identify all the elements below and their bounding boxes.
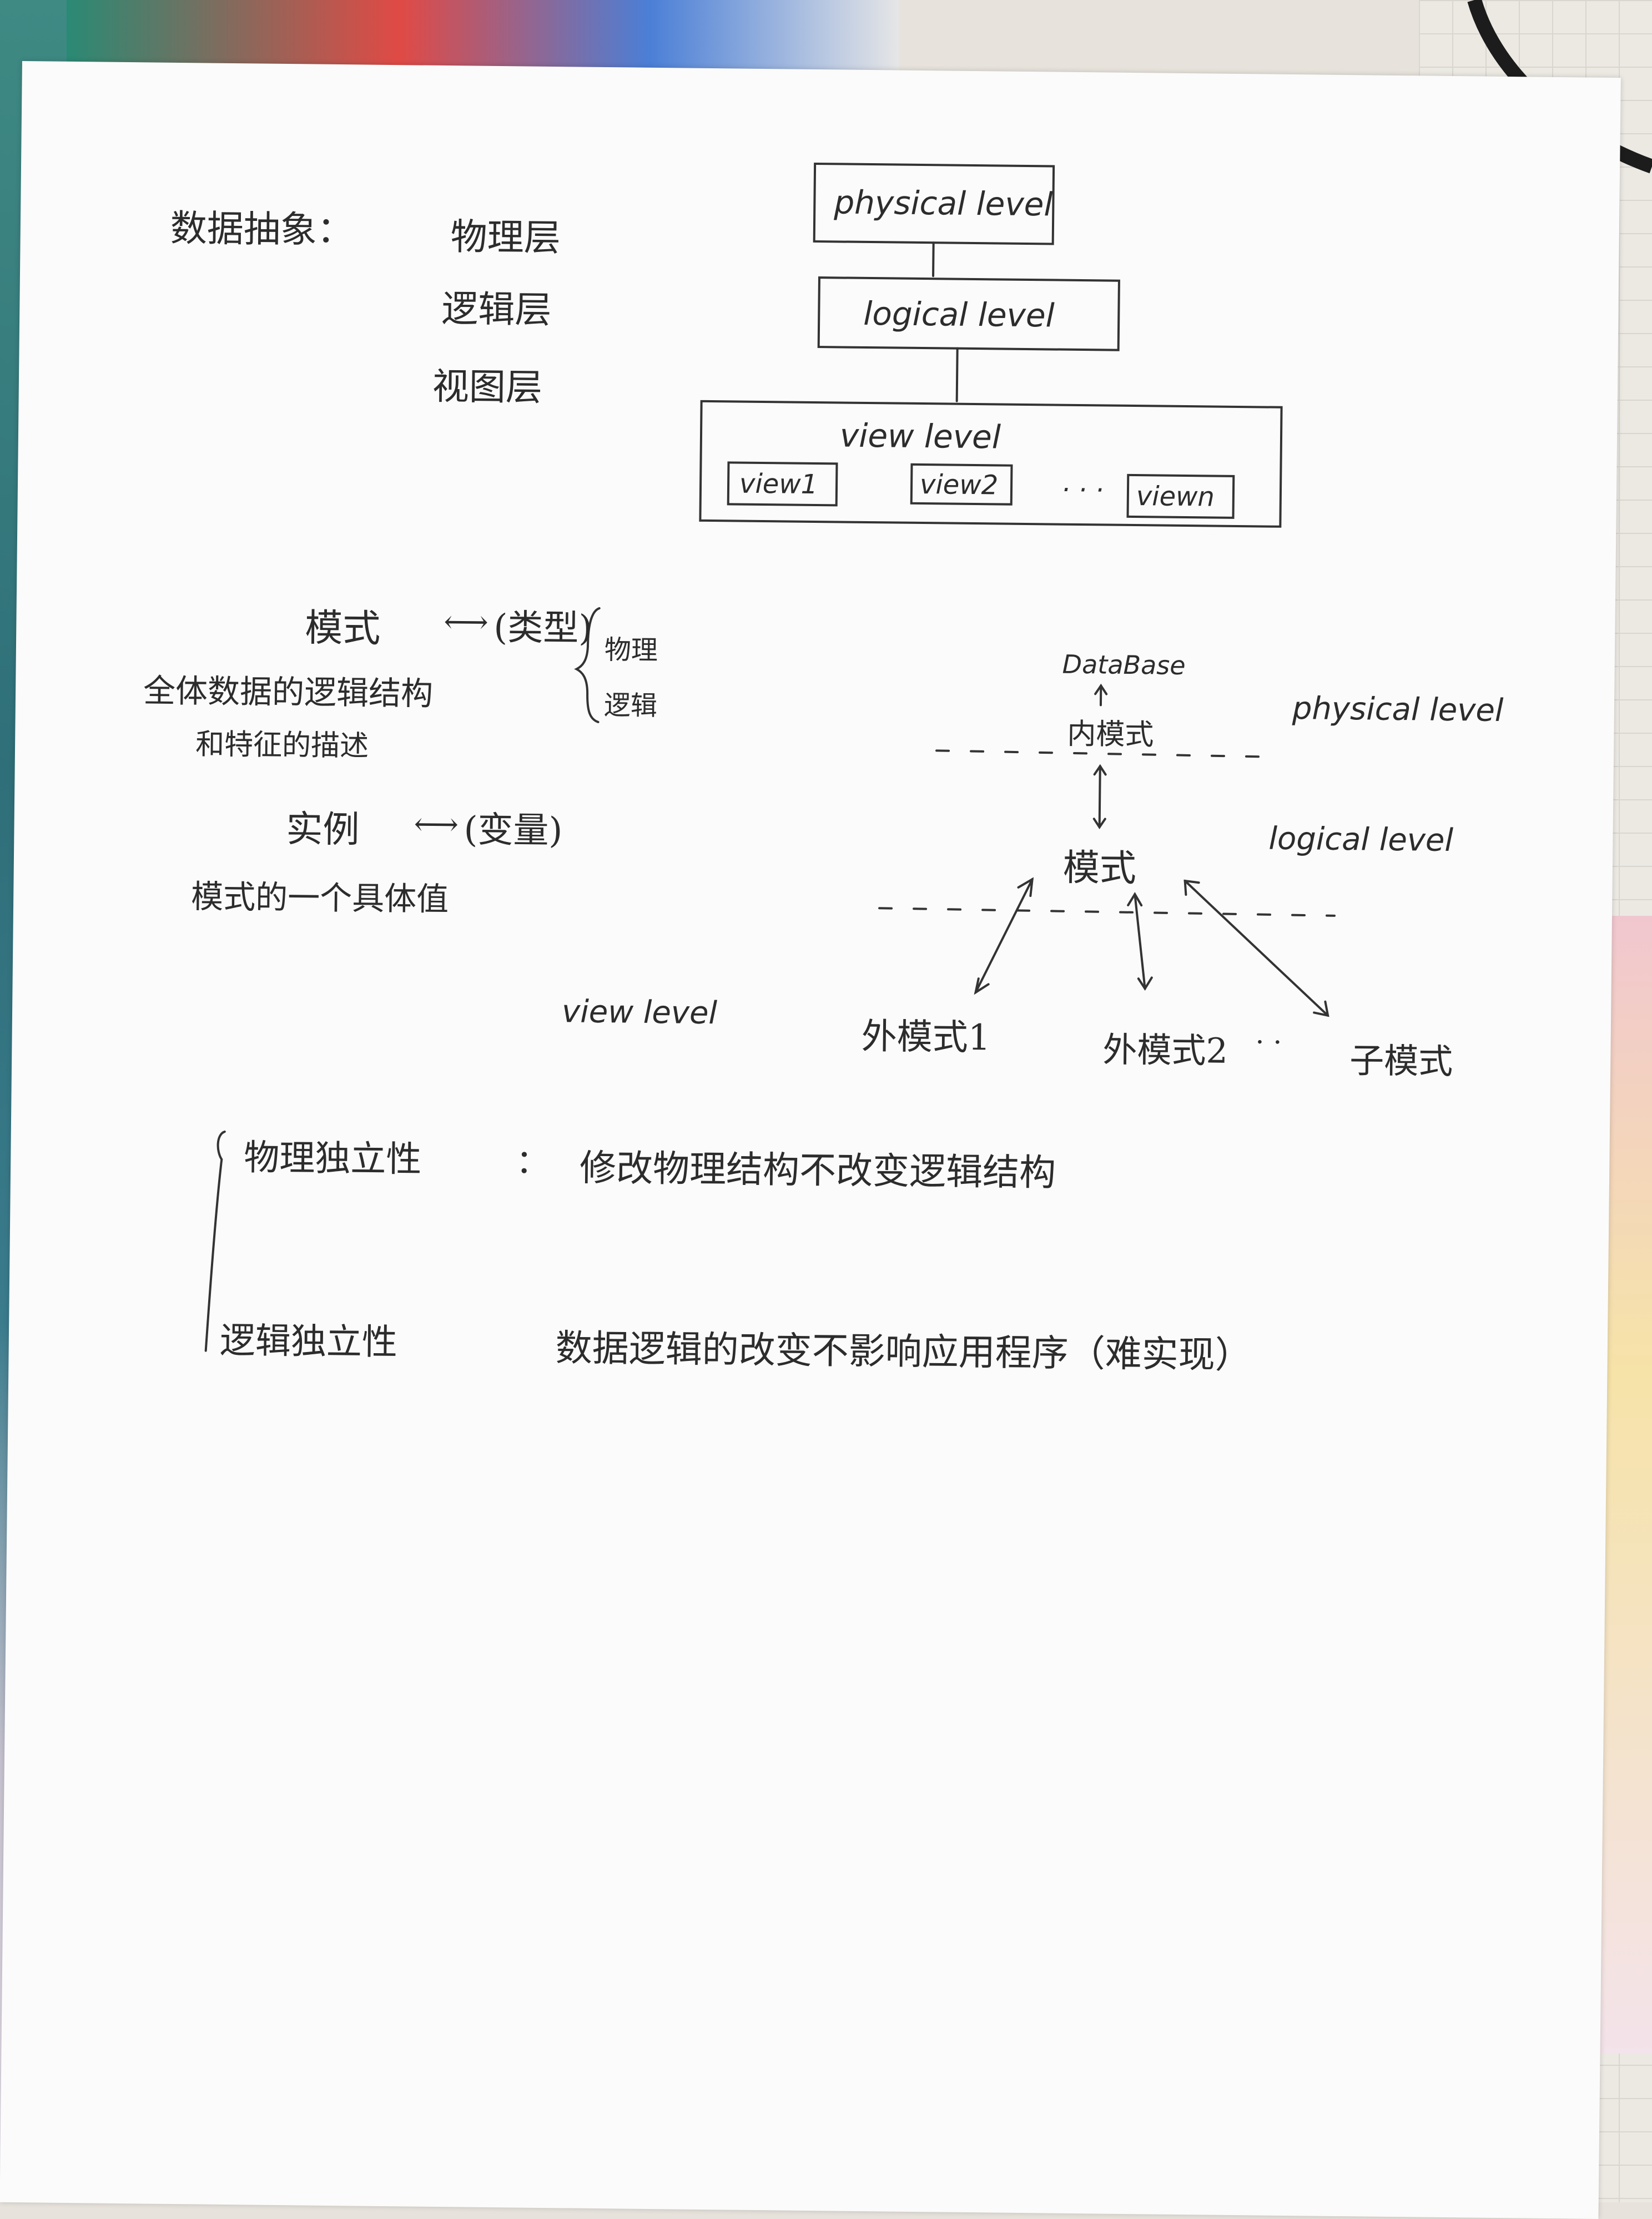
- view-layer-label: 视图层: [432, 357, 542, 411]
- diagram-view-level: view level: [562, 993, 718, 1031]
- connector-logical-view: [957, 349, 958, 401]
- database-label: DataBase: [1062, 649, 1185, 680]
- ellipsis-text: · · ·: [1061, 475, 1104, 506]
- physical-independence-desc: 修改物理结构不改变逻辑结构: [580, 1138, 1056, 1197]
- instance-definition: 模式的一个具体值: [191, 870, 449, 920]
- arrow-schema-sub: [1183, 881, 1329, 1016]
- brace-item-logical: 逻辑: [604, 683, 658, 723]
- diagram-physical-level: physical level: [1292, 690, 1504, 729]
- external-schema-2: 外模式2: [1102, 1021, 1228, 1072]
- internal-schema-label: 内模式: [1067, 710, 1154, 753]
- schema-arrow: ⟷: [444, 604, 488, 641]
- schema-analogy: (类型): [493, 599, 593, 651]
- schema-ellipsis: · ·: [1255, 1026, 1282, 1058]
- arrow-schema-ext1: [976, 879, 1032, 993]
- brace-item-physical: 物理: [605, 628, 658, 667]
- connector-physical-logical: [933, 243, 934, 276]
- external-schema-1: 外模式1: [861, 1008, 991, 1060]
- dashed-separator-view: [879, 908, 1334, 916]
- physical-independence-label: 物理独立性: [244, 1129, 422, 1182]
- physical-level-text: physical level: [834, 183, 1053, 223]
- logical-independence-desc: 数据逻辑的改变不影响应用程序（难实现）: [555, 1318, 1252, 1379]
- paper-sheet: 数据抽象： 物理层 逻辑层 视图层 physical level logical…: [0, 61, 1621, 2219]
- diagram-logical-level: logical level: [1268, 821, 1453, 859]
- ink-drawings: [0, 61, 1621, 2219]
- instance-term: 实例: [286, 799, 360, 853]
- sub-schema: 子模式: [1349, 1032, 1453, 1083]
- physical-independence-colon: ：: [516, 1134, 550, 1183]
- view1-text: view1: [739, 468, 818, 500]
- logical-layer-label: 逻辑层: [441, 279, 552, 334]
- schema-term: 模式: [305, 597, 381, 652]
- schema-node-label: 模式: [1062, 838, 1136, 892]
- logical-independence-label: 逻辑独立性: [219, 1312, 397, 1365]
- physical-layer-label: 物理层: [450, 207, 561, 261]
- viewn-text: viewn: [1136, 481, 1215, 512]
- abstraction-title: 数据抽象：: [170, 199, 354, 254]
- instance-arrow: ⟷: [414, 806, 459, 843]
- view-level-text: view level: [840, 416, 1001, 456]
- arrow-schema-ext2: [1134, 894, 1146, 989]
- instance-analogy: (变量): [464, 801, 563, 853]
- logical-level-text: logical level: [863, 295, 1055, 335]
- view2-text: view2: [920, 469, 999, 501]
- schema-definition-line1: 全体数据的逻辑结构: [143, 664, 434, 714]
- schema-definition-line2: 和特征的描述: [195, 720, 369, 764]
